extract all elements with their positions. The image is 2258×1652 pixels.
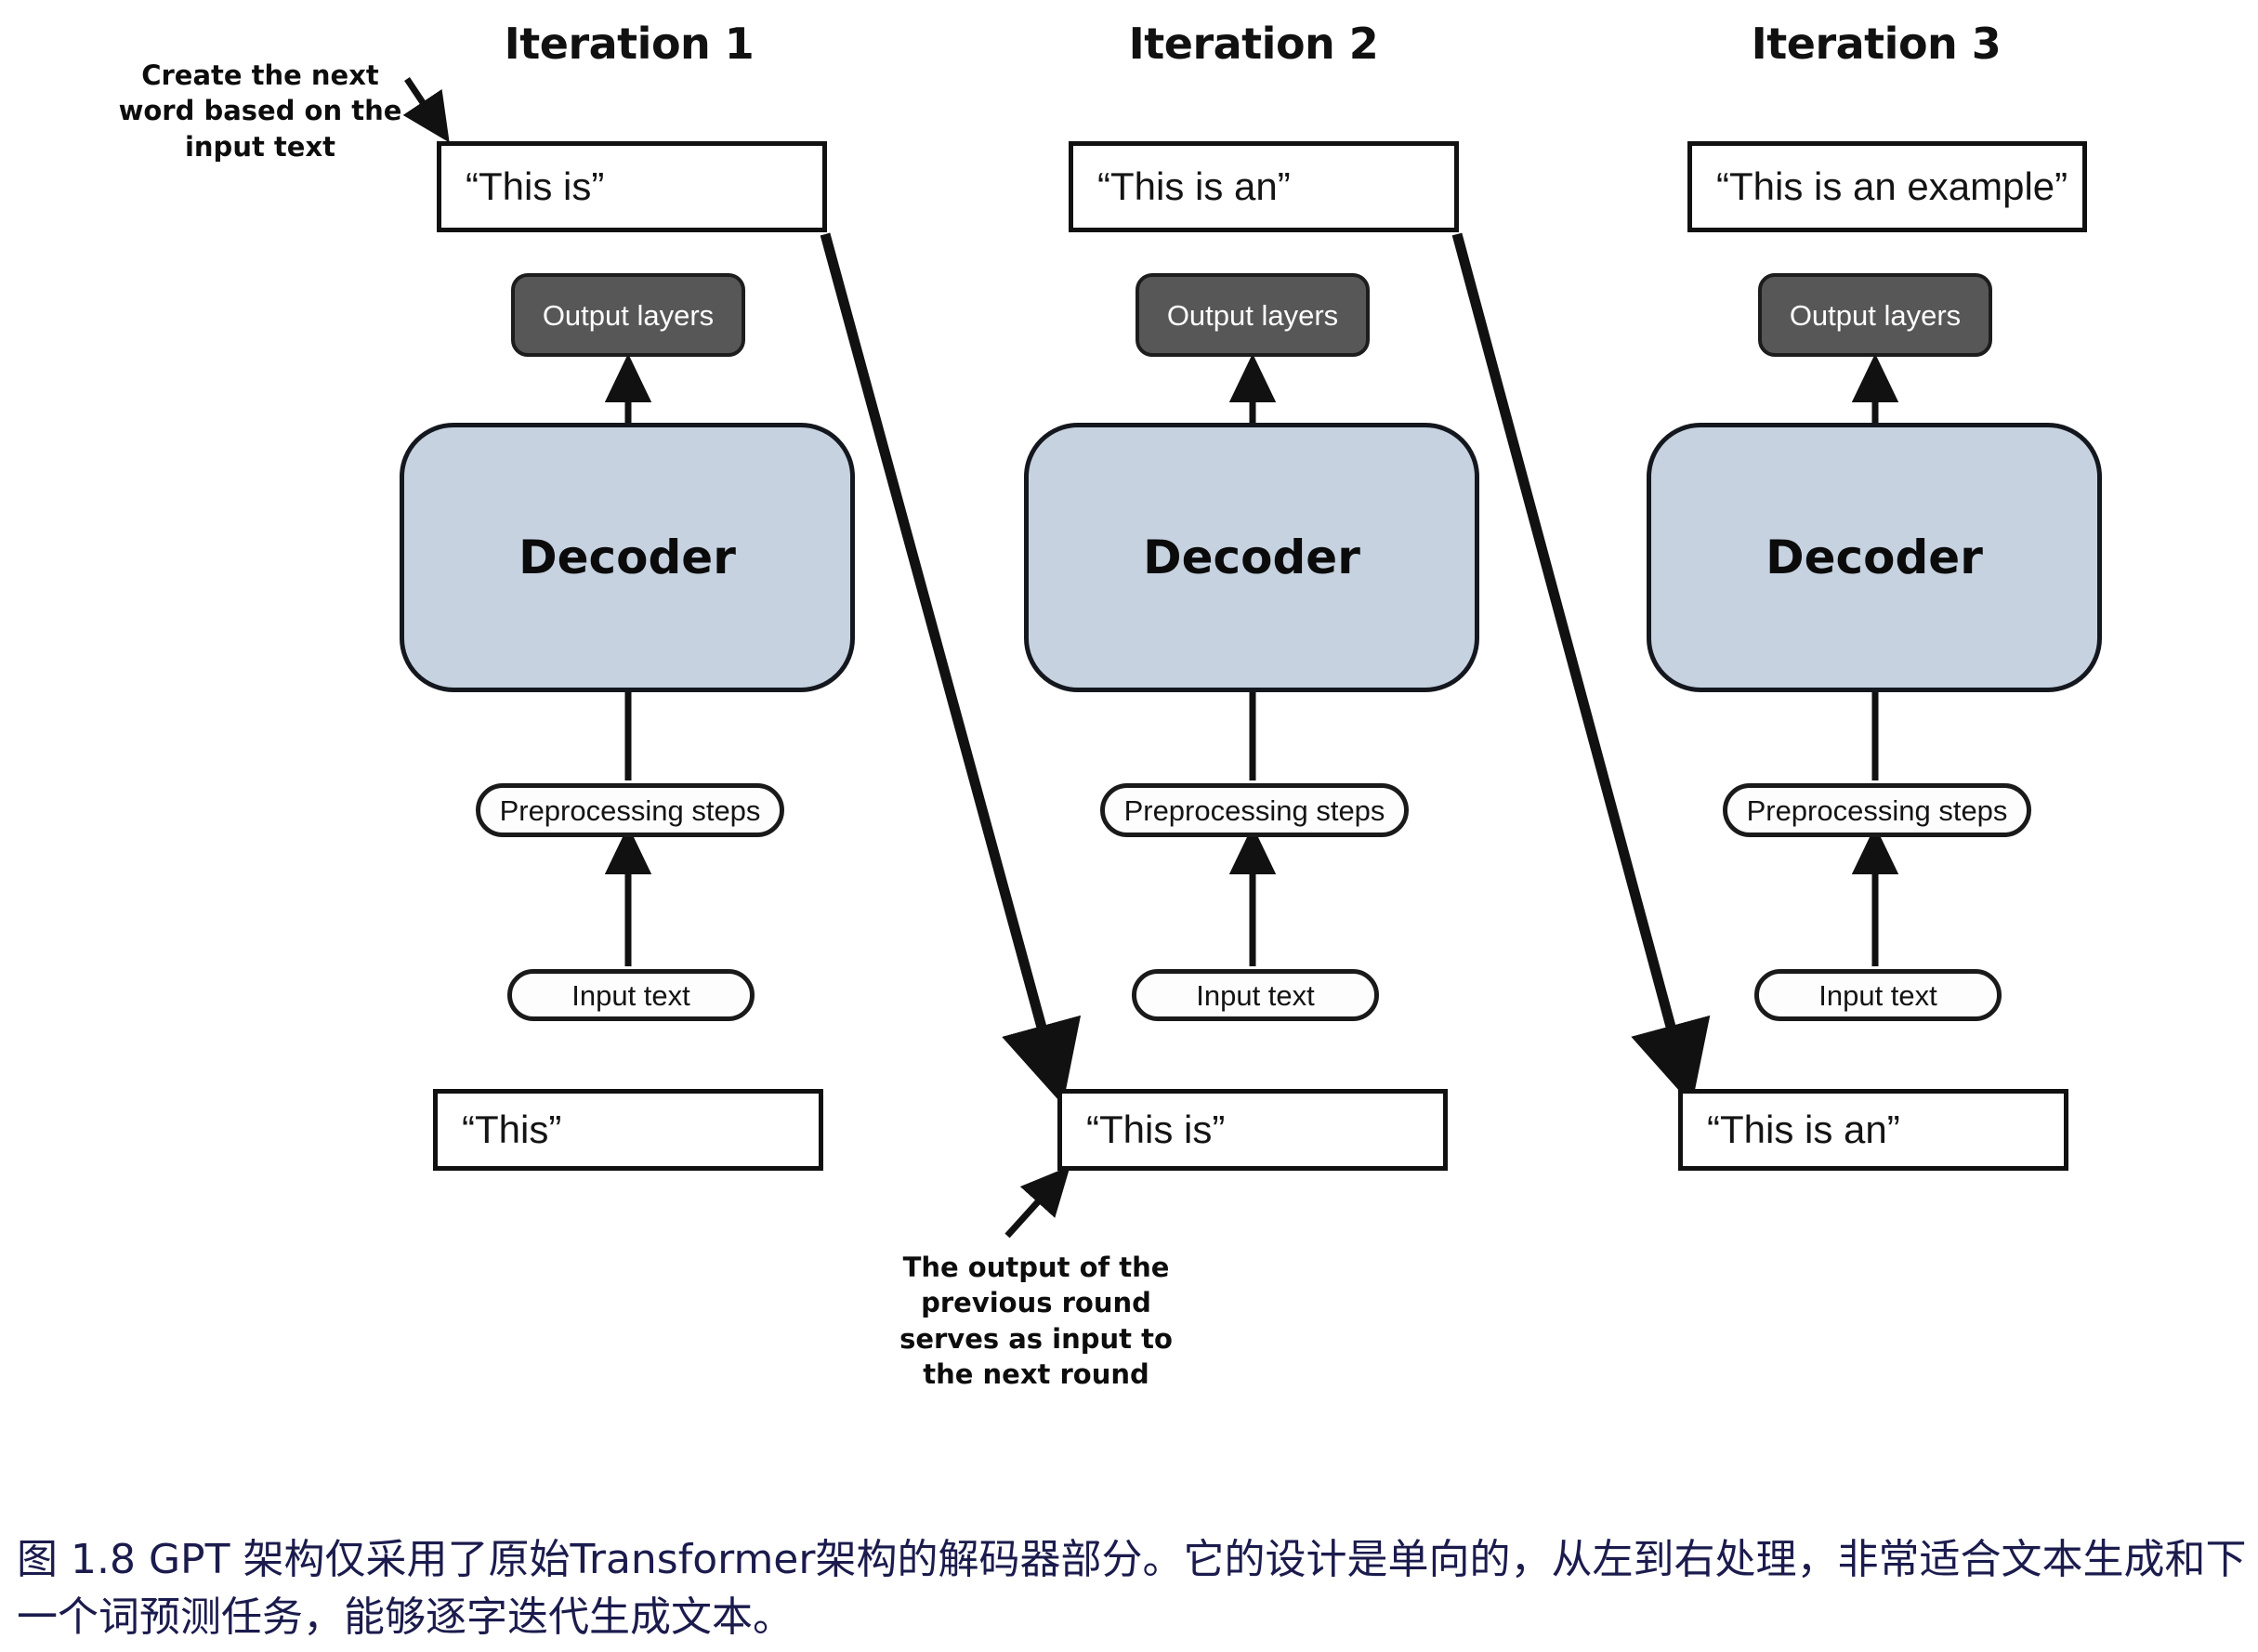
decoder-label-2: Decoder (1143, 531, 1360, 584)
output-layers-box-1: Output layers (511, 273, 745, 357)
output-text-2: “This is an” (1097, 164, 1291, 208)
iteration-title-2: Iteration 2 (1128, 19, 1379, 69)
input-string-box-2: “This is” (1057, 1089, 1448, 1171)
iteration-title-1: Iteration 1 (504, 19, 755, 69)
preprocessing-box-1: Preprocessing steps (476, 783, 784, 837)
decoder-box-3: Decoder (1647, 423, 2102, 692)
decoder-box-1: Decoder (400, 423, 855, 692)
annotation-output-serves-as-input: The output of the previous round serves … (899, 1252, 1173, 1390)
output-text-box-3: “This is an example” (1687, 141, 2087, 232)
preprocessing-label-3: Preprocessing steps (1746, 793, 2008, 827)
output-text-1: “This is” (466, 164, 605, 208)
decoder-label-3: Decoder (1766, 531, 1983, 584)
output-layers-box-2: Output layers (1136, 273, 1370, 357)
input-text-label-1: Input text (571, 978, 690, 1012)
input-text-box-3: Input text (1754, 969, 2002, 1021)
output-layers-label-1: Output layers (542, 298, 715, 332)
decoder-label-1: Decoder (519, 531, 736, 584)
output-text-3: “This is an example” (1716, 164, 2068, 208)
decoder-box-2: Decoder (1024, 423, 1479, 692)
preprocessing-label-2: Preprocessing steps (1123, 793, 1385, 827)
input-string-1: “This” (462, 1108, 562, 1151)
annotation-create-next-word: Create the next word based on the input … (118, 59, 402, 163)
input-text-label-3: Input text (1818, 978, 1937, 1012)
output-text-box-1: “This is” (437, 141, 827, 232)
input-string-2: “This is” (1086, 1108, 1226, 1151)
output-text-box-2: “This is an” (1069, 141, 1459, 232)
input-string-3: “This is an” (1707, 1108, 1900, 1151)
input-text-box-2: Input text (1132, 969, 1379, 1021)
input-text-box-1: Input text (507, 969, 755, 1021)
output-layers-label-2: Output layers (1166, 298, 1339, 332)
input-string-box-1: “This” (433, 1089, 823, 1171)
carryover-arrow-iteration-1-to-2 (820, 232, 1082, 1106)
iteration-title-3: Iteration 3 (1751, 19, 2002, 69)
output-layers-box-3: Output layers (1758, 273, 1992, 357)
preprocessing-box-2: Preprocessing steps (1100, 783, 1409, 837)
input-string-box-3: “This is an” (1678, 1089, 2068, 1171)
annotation-arrow-top-left (402, 77, 450, 143)
output-layers-label-3: Output layers (1789, 298, 1962, 332)
preprocessing-label-1: Preprocessing steps (499, 793, 761, 827)
input-text-label-2: Input text (1196, 978, 1315, 1012)
annotation-arrow-bottom-middle (1004, 1166, 1070, 1239)
preprocessing-box-3: Preprocessing steps (1723, 783, 2031, 837)
figure-caption: 图 1.8 GPT 架构仅采用了原始Transformer架构的解码器部分。它的… (17, 1536, 2247, 1642)
